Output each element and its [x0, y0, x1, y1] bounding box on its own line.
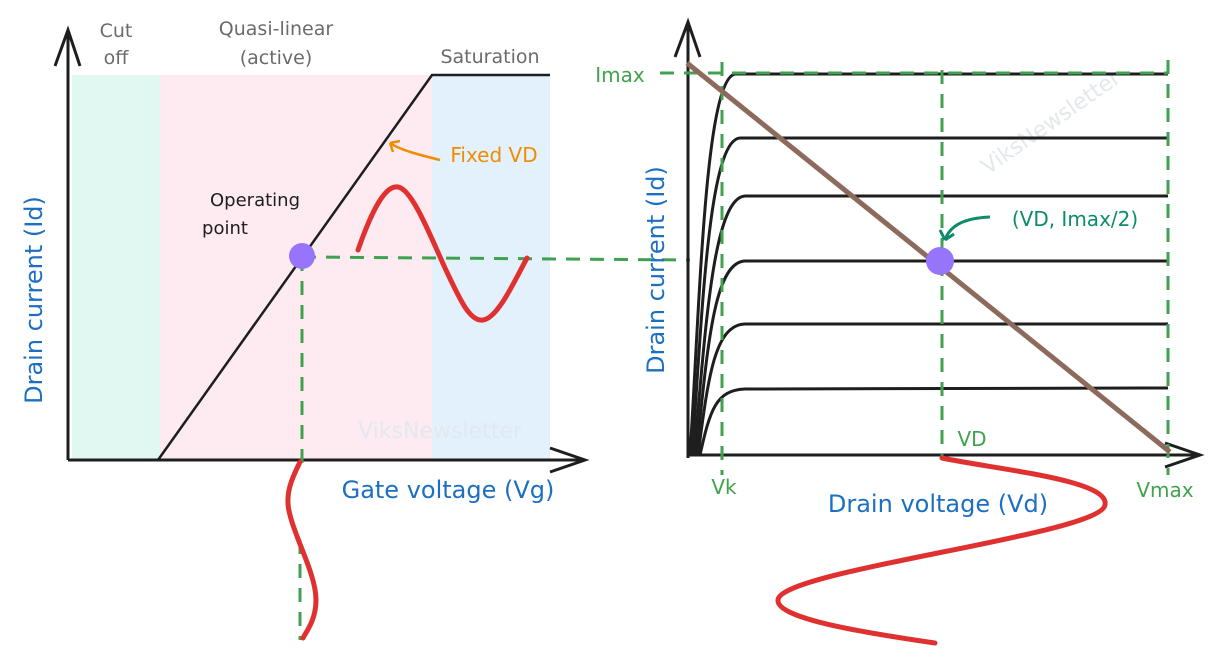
q-point-vertical-guide	[298, 257, 304, 640]
region-label-saturation: Saturation	[440, 46, 539, 68]
watermark: ViksNewsletter	[977, 65, 1126, 180]
region-label-cutoff: Cut	[100, 20, 133, 42]
x-axis-arrow-icon	[549, 446, 590, 474]
transfer-curve	[156, 73, 550, 461]
operating-point-marker	[289, 243, 315, 269]
drain-curve	[694, 259, 1168, 456]
q-point-arrow-icon	[938, 215, 991, 242]
y-axis-label: Drain current (Id)	[20, 196, 48, 404]
drain-curve	[688, 72, 1168, 456]
x-axis-label: Drain voltage (Vd)	[828, 490, 1048, 518]
watermark: ViksNewsletter	[358, 419, 523, 444]
drain-curve	[692, 194, 1168, 456]
fixed-vd-arrow-icon	[388, 139, 441, 162]
fixed-vd-label: Fixed VD	[450, 143, 537, 167]
output-current-signal	[355, 184, 530, 323]
drain-curves	[688, 72, 1169, 456]
output-characteristic: ViksNewsletter (VD, Imax/2) Imax VD Vk V…	[595, 17, 1205, 646]
x-axis-arrow-icon	[1164, 441, 1205, 469]
x-axis-label: Gate voltage (Vg)	[342, 476, 555, 504]
drain-curve	[696, 322, 1168, 456]
region-label-active: Quasi-linear	[219, 18, 334, 40]
q-point-marker	[926, 247, 954, 275]
drain-curve	[698, 386, 1169, 456]
vk-label: Vk	[711, 475, 737, 499]
transfer-characteristic: ViksNewsletter Cut off Quasi-linear (act…	[20, 18, 691, 641]
drain-curve	[690, 136, 1168, 456]
q-point-label: (VD, Imax/2)	[1012, 207, 1138, 231]
vmax-label: Vmax	[1136, 478, 1193, 502]
region-label-active: (active)	[240, 47, 313, 69]
y-axis-arrow-icon	[673, 17, 702, 58]
input-gate-signal	[285, 459, 319, 641]
vd-label: VD	[957, 427, 986, 451]
y-axis-arrow-icon	[53, 25, 82, 67]
cutoff-region	[72, 75, 160, 460]
q-point-horizontal-guide	[301, 255, 691, 262]
imax-label: Imax	[595, 63, 645, 87]
region-label-cutoff: off	[104, 47, 130, 69]
y-axis-label: Drain current (Id)	[642, 166, 670, 374]
drain-voltage-signal	[775, 455, 1108, 646]
operating-point-label: point	[202, 218, 248, 239]
saturation-region	[432, 75, 550, 460]
operating-point-label: Operating	[210, 190, 300, 211]
